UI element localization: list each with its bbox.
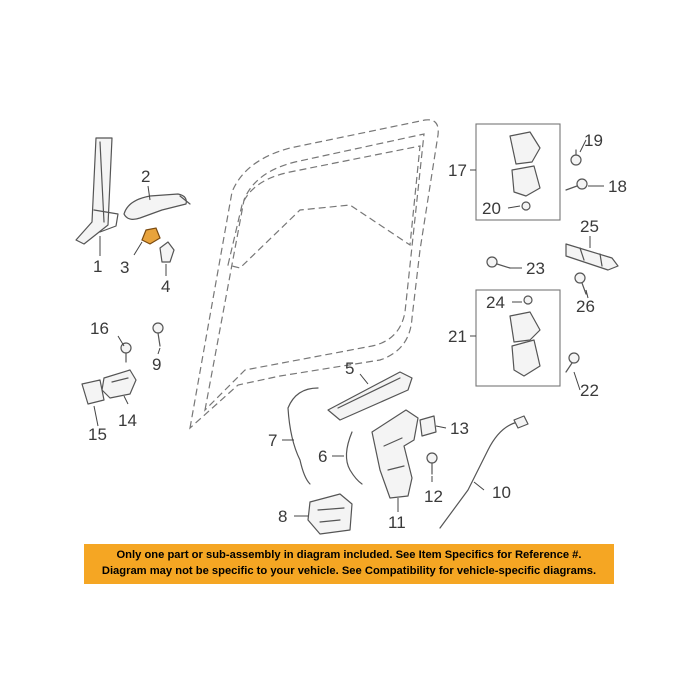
callout-23: 23 xyxy=(526,259,545,278)
callout-7: 7 xyxy=(268,431,277,450)
leader-lines xyxy=(93,139,604,517)
part-22-bolt xyxy=(565,352,580,373)
part-26-bolt xyxy=(574,272,587,295)
part-24-bolt xyxy=(523,295,533,305)
part-1-channel xyxy=(75,137,119,245)
part-16-bolt xyxy=(120,342,132,363)
callout-15: 15 xyxy=(88,425,107,444)
disclaimer-line-1: Only one part or sub-assembly in diagram… xyxy=(116,549,582,561)
part-15-plate xyxy=(81,379,105,405)
callout-16: 16 xyxy=(90,319,109,338)
callout-5: 5 xyxy=(345,359,354,378)
part-4-clip xyxy=(159,241,175,263)
hinge-assembly-box-upper xyxy=(475,123,561,221)
disclaimer-line-2: Diagram may not be specific to your vehi… xyxy=(101,565,597,577)
part-6-rod xyxy=(345,431,363,485)
callout-11: 11 xyxy=(388,513,406,532)
callout-20: 20 xyxy=(482,199,501,218)
part-17-upper-hinge xyxy=(509,131,541,197)
disclaimer-banner: Only one part or sub-assembly in diagram… xyxy=(84,544,614,584)
callout-26: 26 xyxy=(576,297,595,316)
part-18-bolt xyxy=(565,178,588,191)
callout-18: 18 xyxy=(608,177,627,196)
hinge-assembly-box-lower xyxy=(475,289,561,387)
part-23-bolt xyxy=(486,256,511,269)
part-9-bolt xyxy=(152,322,164,347)
part-14-hinge xyxy=(101,369,137,399)
callout-25: 25 xyxy=(580,217,599,236)
part-19-bolt xyxy=(570,149,582,166)
callout-14: 14 xyxy=(118,411,137,430)
door-outline xyxy=(189,119,439,430)
part-7-cable xyxy=(287,387,319,485)
callout-12: 12 xyxy=(424,487,443,506)
callout-2: 2 xyxy=(141,167,150,186)
part-2-outside-handle xyxy=(123,193,191,220)
part-5-reinforcement xyxy=(327,371,413,421)
callout-22: 22 xyxy=(580,381,599,400)
callout-1: 1 xyxy=(93,257,102,276)
part-25-door-check xyxy=(565,243,619,271)
part-21-lower-hinge xyxy=(509,311,541,377)
part-11-bracket xyxy=(371,409,419,499)
callout-19: 19 xyxy=(584,131,603,150)
part-10-cable xyxy=(439,415,529,529)
part-8-latch xyxy=(307,493,353,535)
part-20-bolt xyxy=(521,201,531,211)
callout-21: 21 xyxy=(448,327,467,346)
callout-6: 6 xyxy=(318,447,327,466)
callout-24: 24 xyxy=(486,293,505,312)
callout-10: 10 xyxy=(492,483,511,502)
callout-17: 17 xyxy=(448,161,467,180)
part-12-bolt xyxy=(426,452,438,475)
callout-labels: 1 2 3 4 5 6 7 8 9 10 11 12 13 14 15 16 1… xyxy=(88,131,627,532)
callout-13: 13 xyxy=(450,419,469,438)
callout-3: 3 xyxy=(120,258,129,277)
callout-8: 8 xyxy=(278,507,287,526)
callout-4: 4 xyxy=(161,277,170,296)
part-13-clip xyxy=(419,415,437,437)
callout-9: 9 xyxy=(152,355,161,374)
part-3-handle-bracket xyxy=(133,227,161,256)
